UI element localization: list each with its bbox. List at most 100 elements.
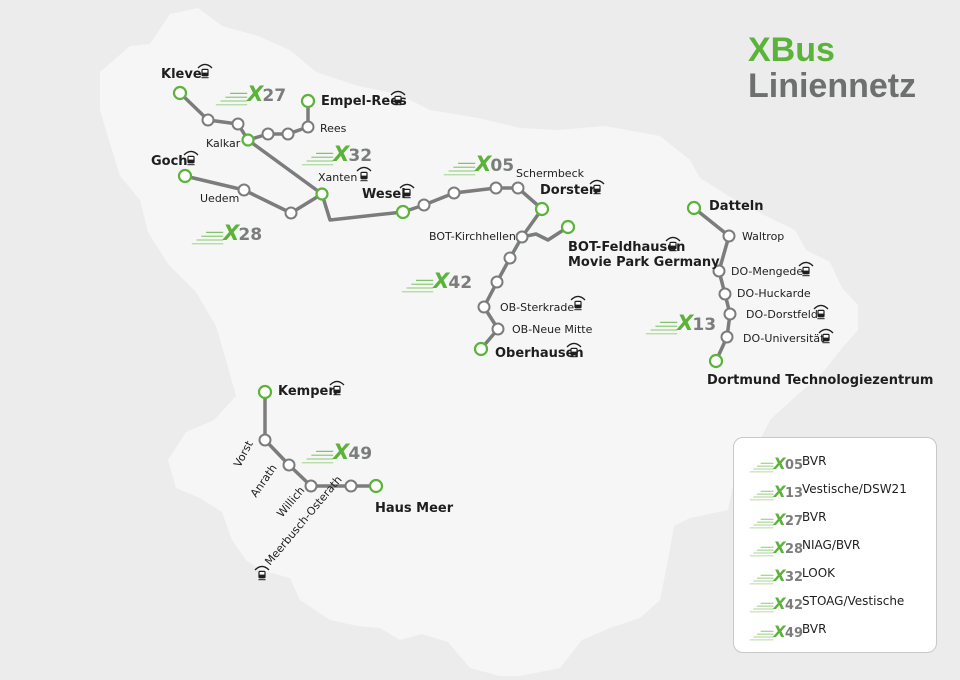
stop-do-mengede[interactable] bbox=[712, 264, 726, 278]
line-number: 49 bbox=[348, 444, 372, 464]
stop-dorsten[interactable] bbox=[534, 201, 550, 217]
stop-x05-a[interactable] bbox=[417, 198, 431, 212]
stop-ob-neue-mitte[interactable] bbox=[491, 322, 505, 336]
stop-x28-a[interactable] bbox=[284, 206, 298, 220]
xbus-x-icon: X bbox=[773, 566, 787, 585]
stop-goch[interactable] bbox=[177, 168, 193, 184]
stop-willich[interactable] bbox=[304, 479, 318, 493]
stop-do-dorstfeld[interactable] bbox=[723, 307, 737, 321]
station-label-empel-rees: Empel-Rees bbox=[321, 94, 407, 109]
stop-do-universitaet[interactable] bbox=[720, 330, 734, 344]
station-label-ob-neue-mitte: OB-Neue Mitte bbox=[512, 323, 593, 336]
xbus-x-icon: X bbox=[331, 440, 350, 464]
stop-x05-c[interactable] bbox=[489, 181, 503, 195]
line-number: 05 bbox=[785, 458, 803, 473]
line-number: 42 bbox=[785, 598, 803, 613]
title-xbus: XBus bbox=[748, 31, 835, 69]
stop-xanten[interactable] bbox=[315, 187, 329, 201]
stop-anrath[interactable] bbox=[282, 458, 296, 472]
station-label-datteln: Datteln bbox=[709, 199, 764, 214]
line-number: 27 bbox=[262, 86, 286, 106]
map-title: XBus Liniennetz bbox=[748, 32, 916, 104]
stop-wesel[interactable] bbox=[395, 204, 411, 220]
station-label-do-mengede: DO-Mengede bbox=[731, 265, 803, 278]
stop-x42-a[interactable] bbox=[503, 251, 517, 265]
stop-empel-rees[interactable] bbox=[300, 93, 316, 109]
stop-bot-feldhausen[interactable] bbox=[560, 219, 576, 235]
station-label-bot-kirchhellen: BOT-Kirchhellen bbox=[429, 230, 516, 243]
station-label-movie-park: Movie Park Germany bbox=[568, 255, 720, 270]
legend-operator: STOAG/Vestische bbox=[802, 594, 905, 608]
stop-x42-b[interactable] bbox=[490, 275, 504, 289]
stop-haus-meer[interactable] bbox=[368, 478, 384, 494]
stop-bot-kirchhellen[interactable] bbox=[515, 230, 529, 244]
xbus-x-icon: X bbox=[221, 221, 240, 245]
stop-uedem[interactable] bbox=[237, 183, 251, 197]
stop-dortmund-tz[interactable] bbox=[708, 353, 724, 369]
route-x42-branch bbox=[520, 225, 570, 242]
station-label-kleve: Kleve bbox=[161, 67, 202, 82]
legend-operator: BVR bbox=[802, 622, 827, 636]
stop-ob-sterkrade[interactable] bbox=[477, 300, 491, 314]
line-number: 05 bbox=[490, 156, 514, 176]
station-label-dortmund-tz: Dortmund Technologiezentrum bbox=[707, 373, 933, 388]
line-number: 32 bbox=[348, 146, 372, 166]
stop-rees[interactable] bbox=[301, 120, 315, 134]
stop-x05-b[interactable] bbox=[447, 186, 461, 200]
stop-do-huckarde[interactable] bbox=[718, 287, 732, 301]
station-label-oberhausen: Oberhausen bbox=[495, 346, 584, 361]
station-label-do-huckarde: DO-Huckarde bbox=[737, 287, 811, 300]
station-label-do-dorstfeld: DO-Dorstfeld bbox=[746, 308, 818, 321]
stop-meerbusch-osterath[interactable] bbox=[344, 479, 358, 493]
xbus-x-icon: X bbox=[773, 538, 787, 557]
stop-oberhausen[interactable] bbox=[473, 341, 489, 357]
xbus-x-icon: X bbox=[773, 510, 787, 529]
station-label-schermbeck: Schermbeck bbox=[516, 167, 585, 180]
stop-kempen[interactable] bbox=[257, 384, 273, 400]
stop-kalkar[interactable] bbox=[241, 133, 255, 147]
station-label-waltrop: Waltrop bbox=[742, 230, 784, 243]
xbus-x-icon: X bbox=[245, 82, 264, 106]
station-label-do-universitaet: DO-Universität bbox=[743, 332, 825, 345]
legend-operator: NIAG/BVR bbox=[802, 538, 861, 552]
stop-kleve[interactable] bbox=[172, 85, 188, 101]
stop-datteln[interactable] bbox=[686, 200, 702, 216]
stop-x27-c[interactable] bbox=[261, 127, 275, 141]
line-number: 49 bbox=[785, 626, 803, 641]
station-label-uedem: Uedem bbox=[200, 192, 239, 205]
legend-operator: Vestische/DSW21 bbox=[802, 482, 907, 496]
xbus-x-icon: X bbox=[431, 269, 450, 293]
stop-schermbeck[interactable] bbox=[511, 181, 525, 195]
stop-x27-d[interactable] bbox=[281, 127, 295, 141]
stop-x27-b[interactable] bbox=[231, 117, 245, 131]
stop-x27-a[interactable] bbox=[201, 113, 215, 127]
stop-waltrop[interactable] bbox=[722, 229, 736, 243]
line-number: 27 bbox=[785, 514, 803, 529]
stop-vorst[interactable] bbox=[258, 433, 272, 447]
station-label-haus-meer: Haus Meer bbox=[375, 501, 454, 516]
